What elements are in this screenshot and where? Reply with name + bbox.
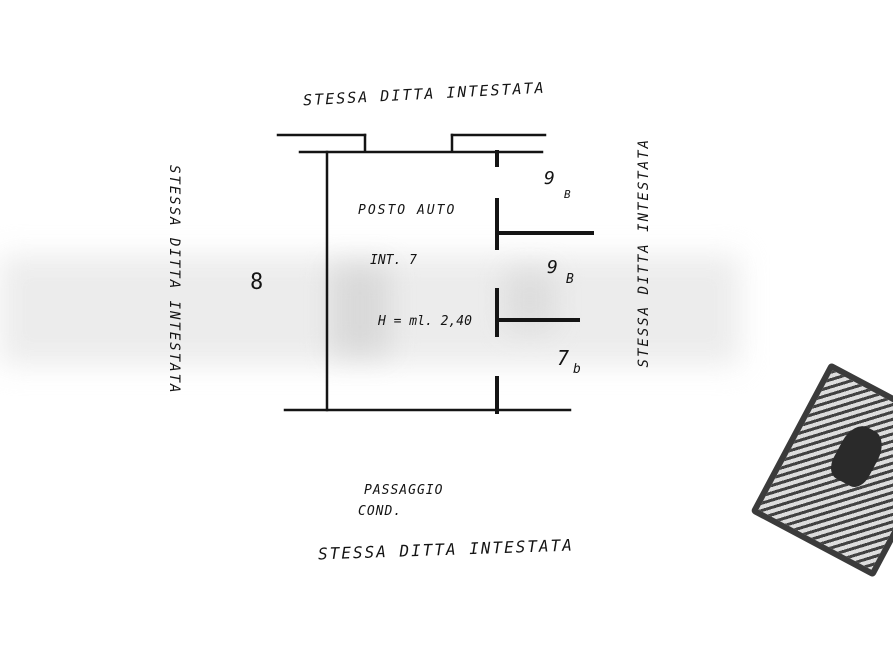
redaction-patch [330,265,390,355]
label-right: STESSA DITTA INTESTATA [636,138,652,368]
room-name: POSTO AUTO [358,203,457,218]
neighbor-bottom-sub: b [573,362,581,377]
room-height: H = ml. 2,40 [378,314,472,329]
room-int: INT. 7 [370,253,417,268]
neighbor-bottom-number: 7 [557,346,570,370]
neighbor-mid-number: 9 [547,257,558,278]
passage-line1: PASSAGGIO [364,483,444,498]
neighbor-top-number: 9 [544,168,555,189]
left-number: 8 [250,270,264,295]
passage-line2: COND. [358,504,403,519]
neighbor-mid-sub: B [566,272,574,287]
label-left: STESSA DITTA INTESTATA [166,165,182,395]
neighbor-top-sub: B [564,188,571,201]
